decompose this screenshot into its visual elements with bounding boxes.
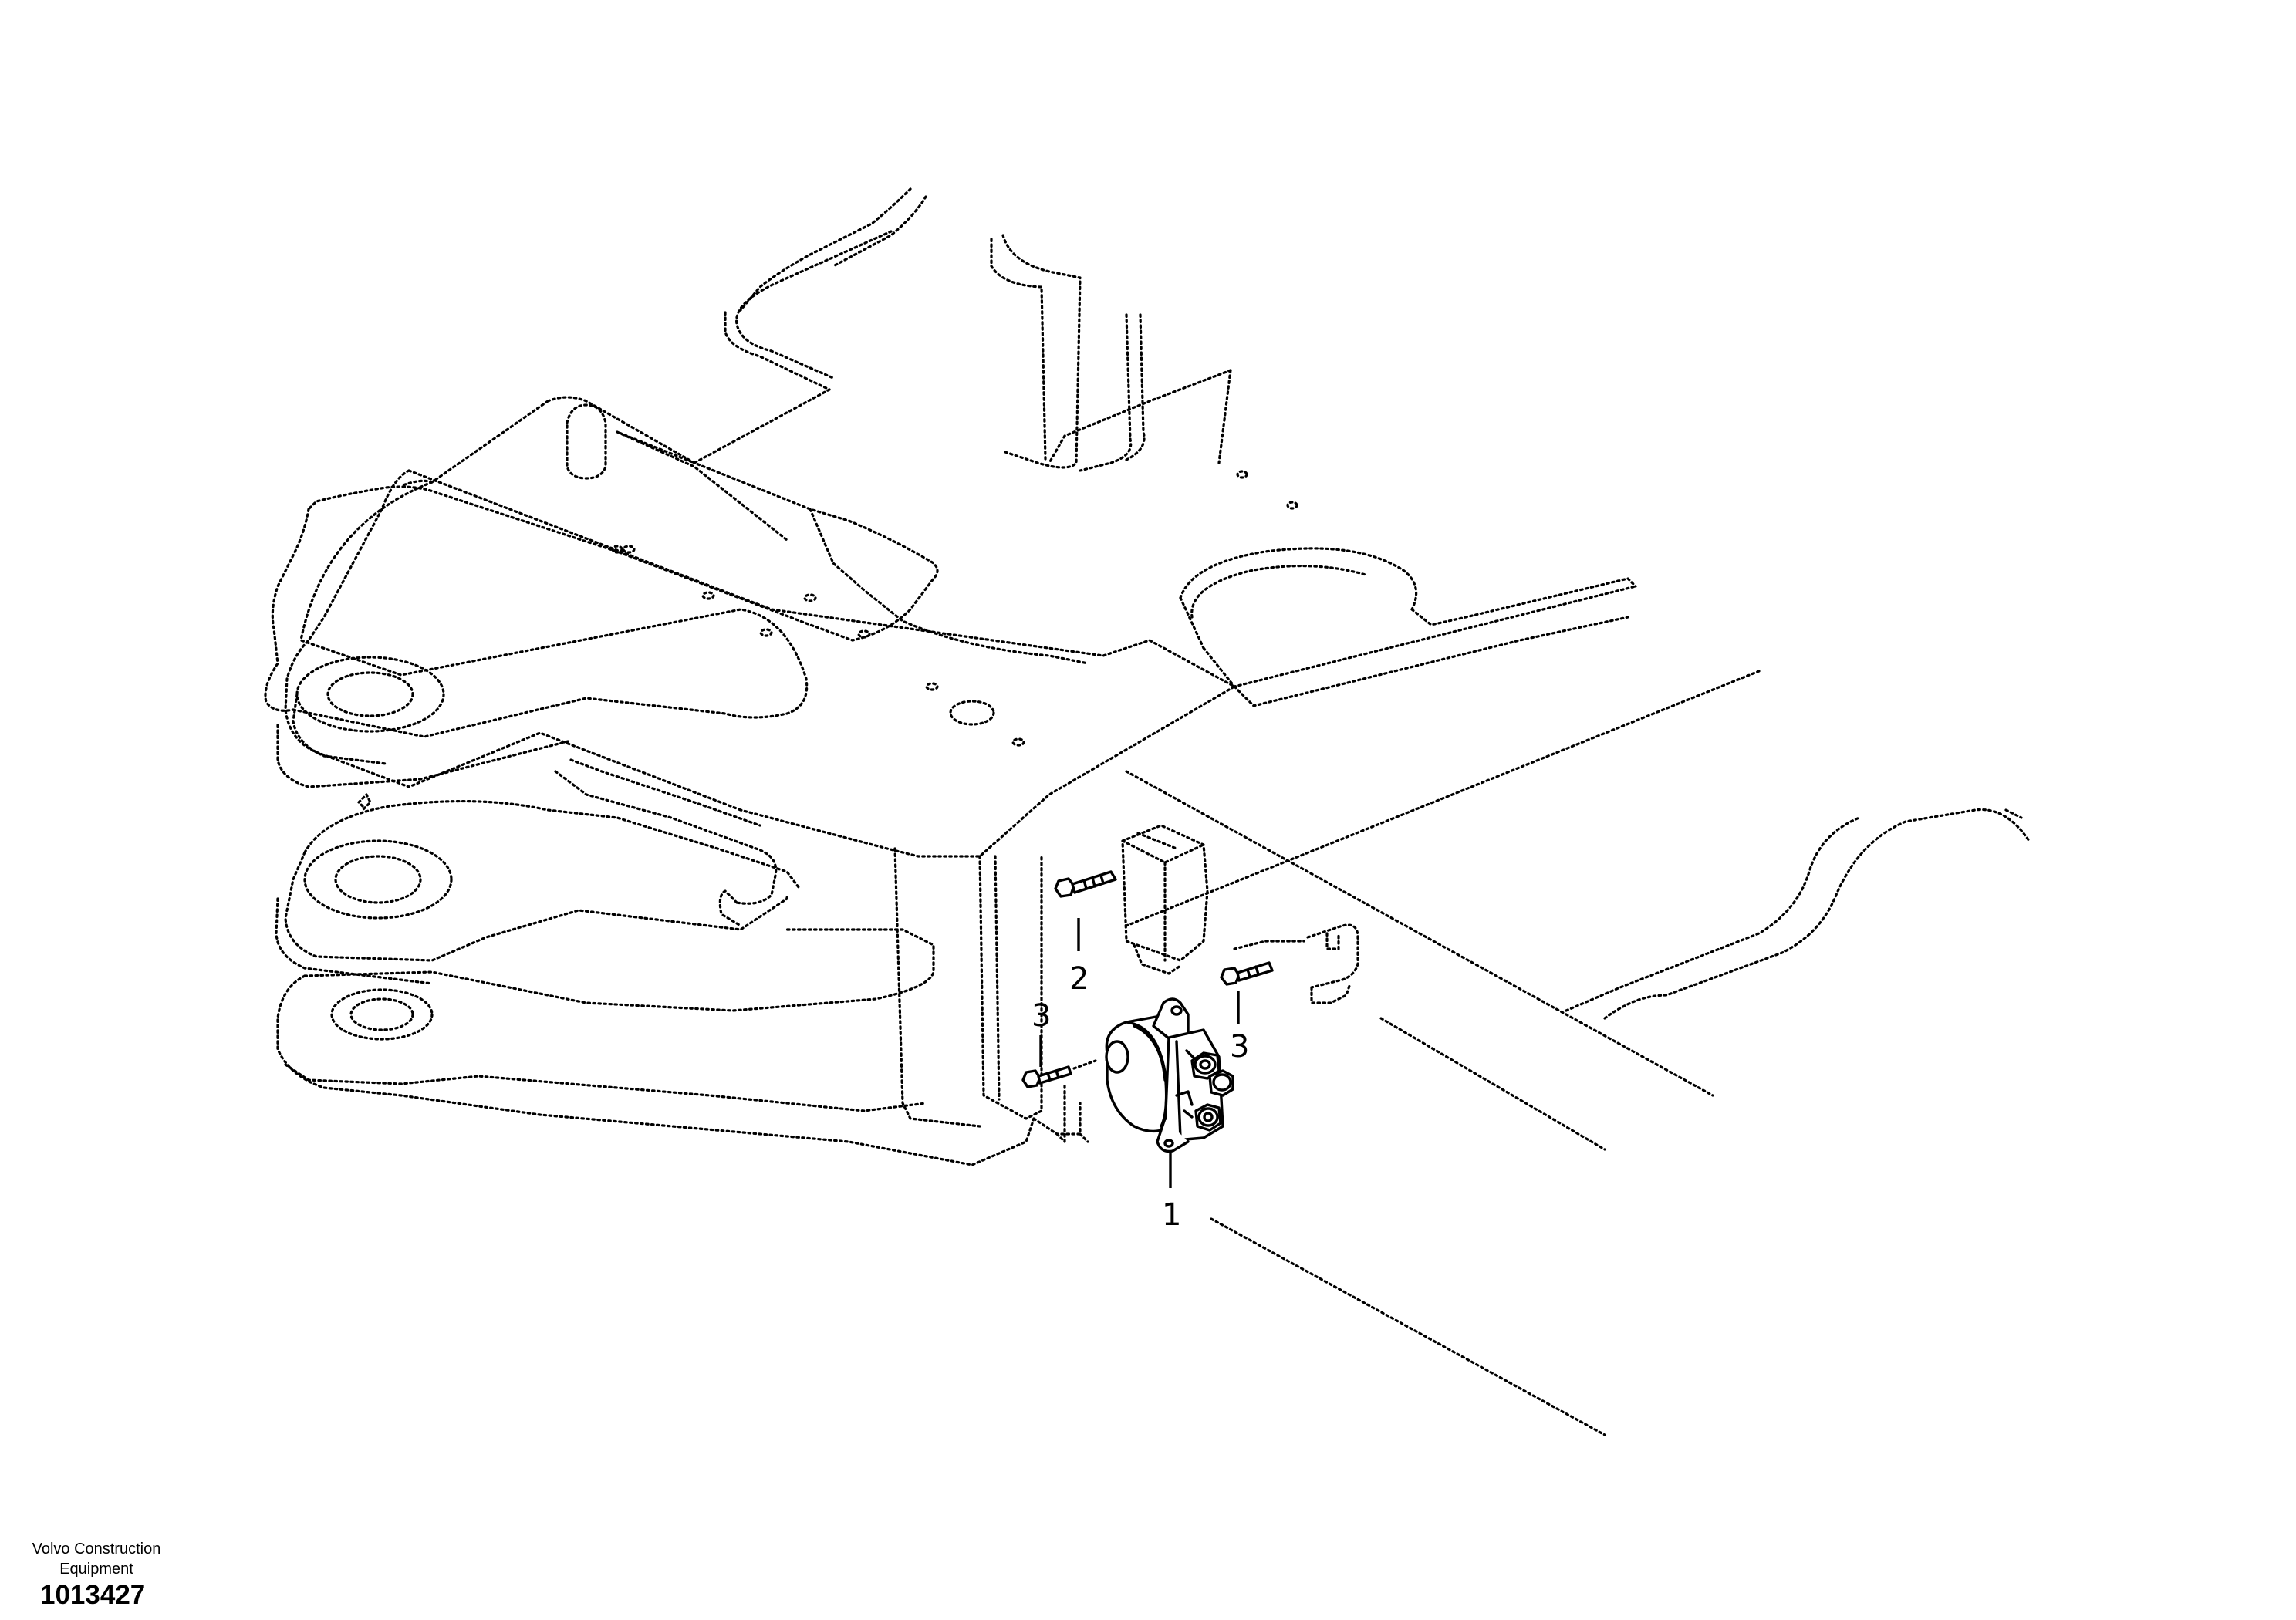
screw-item-3-left: [1021, 1059, 1097, 1088]
callout-label-3-right: 3: [1230, 1029, 1249, 1065]
manufacturer-line-2: Equipment: [59, 1561, 133, 1578]
callout-label-3-left: 3: [1032, 998, 1051, 1034]
callout-screw-3-left: 3: [1032, 998, 1051, 1067]
bolt-item-2: [1054, 870, 1117, 898]
callout-solenoid-1: 1: [1162, 1151, 1181, 1233]
callout-label-1: 1: [1162, 1197, 1181, 1233]
machine-frame-outline: [264, 187, 2031, 1436]
solenoid-switch-item-1: [1105, 997, 1234, 1153]
manufacturer-line-1: Volvo Construction: [32, 1541, 161, 1558]
manufacturer-name: Volvo Construction Equipment: [8, 1539, 185, 1579]
callout-screw-3-right: 3: [1230, 991, 1249, 1065]
callout-bolt-2: 2: [1069, 918, 1089, 997]
screw-item-3-right: [1220, 961, 1274, 986]
document-number: 1013427: [40, 1580, 146, 1610]
callout-label-2: 2: [1069, 961, 1089, 997]
mounting-bracket: [1121, 824, 1209, 975]
